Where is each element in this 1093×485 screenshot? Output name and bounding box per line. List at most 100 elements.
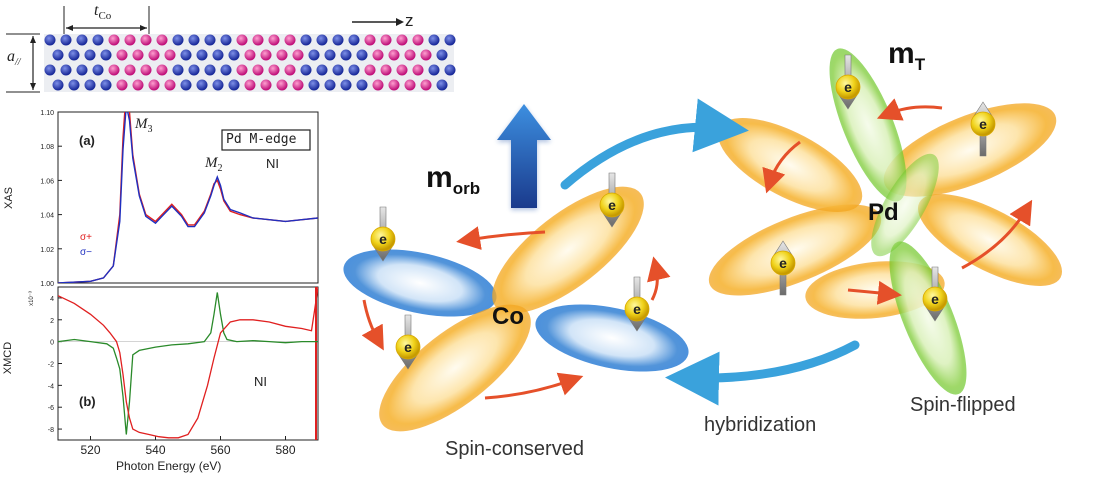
atomic-chain-strip [44, 34, 456, 92]
y-tick-label: -4 [48, 383, 54, 390]
pd-green-lobe-cross [871, 153, 939, 257]
co-atom [356, 49, 368, 61]
co-atom [204, 34, 216, 46]
y-tick-label: 1.04 [40, 213, 54, 220]
co-atom [300, 64, 312, 76]
co-atom [340, 79, 352, 91]
pd-atom [260, 49, 272, 61]
edge-label-box [221, 129, 311, 151]
hybridization-arrow-upper [560, 98, 749, 190]
hybridization-arrows [560, 98, 860, 406]
electron-label: e [404, 339, 412, 355]
pd-atom [396, 64, 408, 76]
pd-atom [412, 34, 424, 46]
red-arrow [647, 256, 671, 301]
red-arrow [484, 372, 584, 400]
xmcd-red-line [58, 287, 318, 439]
co-atom [44, 34, 56, 46]
spin-conserved-label: Spin-conserved [445, 438, 584, 460]
co-atom [76, 34, 88, 46]
pd-atom [244, 79, 256, 91]
pd-atom [148, 49, 160, 61]
co-atom [220, 64, 232, 76]
co-atom [188, 34, 200, 46]
lattice-symbol: a [7, 48, 15, 65]
y-tick-label: 1.02 [40, 247, 54, 254]
co-atom [324, 49, 336, 61]
pd-atom [236, 34, 248, 46]
xas-panel-label: (a) [79, 133, 95, 148]
co-atom [188, 64, 200, 76]
electron: e [770, 240, 796, 296]
co-atom [212, 79, 224, 91]
co-lobe-left [343, 249, 497, 317]
electron: e [599, 172, 625, 228]
pd-atom [284, 34, 296, 46]
red-arrow [847, 280, 902, 305]
electron: e [395, 314, 421, 370]
co-atom [204, 64, 216, 76]
morb-arrow [497, 104, 551, 208]
y-tick-label: -6 [48, 405, 54, 412]
co-atom [52, 49, 64, 61]
electron: e [835, 54, 861, 110]
co-atom [348, 64, 360, 76]
red-arrow [456, 226, 546, 250]
z-axis-arrow [352, 18, 404, 26]
y-tick-label: 1.10 [40, 110, 54, 117]
pd-atom [132, 49, 144, 61]
co-atom [300, 34, 312, 46]
electron: e [922, 266, 948, 322]
xmcd-panel-label: (b) [79, 394, 96, 409]
co-atom [444, 34, 456, 46]
pd-atom [268, 64, 280, 76]
co-atom [444, 64, 456, 76]
co-atom [332, 64, 344, 76]
thickness-subscript: Co [98, 10, 112, 23]
pd-atom [140, 34, 152, 46]
electron-label: e [779, 255, 787, 271]
co-atom [340, 49, 352, 61]
co-atom [324, 79, 336, 91]
thickness-marker [63, 6, 150, 34]
co-atom [428, 34, 440, 46]
electron-sphere [624, 296, 650, 322]
co-atom [100, 79, 112, 91]
xmcd-series-group [58, 287, 318, 439]
pd-green-lobe-bottom [889, 241, 967, 395]
electron-label: e [844, 79, 852, 95]
electron-label: e [633, 301, 641, 317]
pd-atom [108, 64, 120, 76]
co-atom [316, 34, 328, 46]
thickness-label: tCo [94, 2, 111, 22]
co-atom [172, 64, 184, 76]
y-tick-label: 1.00 [40, 281, 54, 288]
electron: e [370, 206, 396, 262]
electron-label: e [931, 291, 939, 307]
atom-lattice [44, 34, 456, 91]
electron-sphere [395, 334, 421, 360]
pd-atom [276, 49, 288, 61]
pd-atom [420, 79, 432, 91]
electron-sphere [599, 192, 625, 218]
pd-atom [236, 64, 248, 76]
co-atom [332, 34, 344, 46]
pd-atom [156, 34, 168, 46]
legend-sigma-plus: σ+ [80, 232, 93, 243]
co-atom [228, 79, 240, 91]
pd-atom [252, 34, 264, 46]
co-atom [84, 79, 96, 91]
pd-atom [292, 79, 304, 91]
co-atom [436, 49, 448, 61]
xmcd-y-exponent: x10⁻³ [28, 291, 35, 306]
co-atom [308, 79, 320, 91]
morb-label: morb [426, 161, 481, 198]
co-atom [60, 34, 72, 46]
pd-atom [140, 64, 152, 76]
thickness-symbol: t [94, 2, 99, 19]
red-arrow [961, 199, 1033, 270]
pd-atom [364, 64, 376, 76]
y-tick-label: 2 [50, 318, 54, 325]
hybridization-arrow-lower [665, 340, 860, 406]
